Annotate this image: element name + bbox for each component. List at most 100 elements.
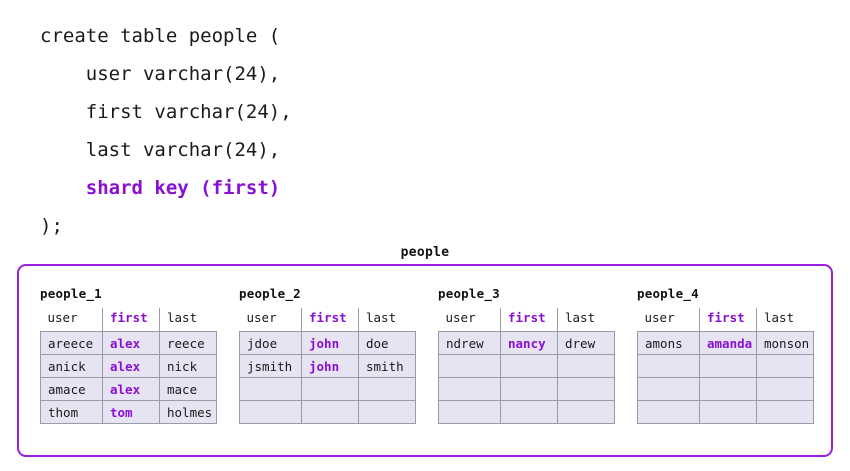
table-cell-user: thom (40, 400, 103, 424)
code-line: shard key (first) (40, 177, 281, 199)
table-cell-last (756, 400, 814, 424)
table-cell-user: amace (40, 377, 103, 401)
table-cell-last (358, 400, 416, 424)
table-cell-last: holmes (159, 400, 217, 424)
table-cell-user (239, 400, 302, 424)
column-header-first: first (500, 308, 558, 332)
table-cell-first (699, 354, 757, 378)
sql-code-block: create table people ( user varchar(24), … (40, 17, 540, 245)
table-row (637, 377, 814, 401)
table-cell-first: nancy (500, 331, 558, 355)
table-cell-last (756, 354, 814, 378)
table-cell-user (438, 400, 501, 424)
table-cell-user (239, 377, 302, 401)
table-cell-user (637, 377, 700, 401)
table-cell-last (557, 377, 615, 401)
column-header-last: last (565, 310, 596, 325)
table-cell-first (500, 400, 558, 424)
table-cell-first: alex (102, 377, 160, 401)
table-cell-first: tom (102, 400, 160, 424)
table-cell-last: reece (159, 331, 217, 355)
table-cell-last: monson (756, 331, 814, 355)
shard-name-label: people_4 (637, 286, 699, 301)
table-row (637, 354, 814, 378)
table-row (637, 400, 814, 424)
table-cell-first: john (301, 354, 359, 378)
table-cell-first (301, 400, 359, 424)
table-cell-user (637, 400, 700, 424)
code-line: user varchar(24), (40, 63, 281, 85)
table-row (438, 400, 615, 424)
table-cell-first: alex (102, 331, 160, 355)
table-cell-first (500, 377, 558, 401)
shard-name-label: people_2 (239, 286, 301, 301)
table-cell-last (557, 354, 615, 378)
table-cell-first: alex (102, 354, 160, 378)
table-cell-first: amanda (699, 331, 757, 355)
shard-name-label: people_1 (40, 286, 102, 301)
table-cell-user: jsmith (239, 354, 302, 378)
table-cell-last (557, 400, 615, 424)
column-header-last: last (366, 310, 397, 325)
table-cell-last (358, 377, 416, 401)
column-header-user: user (40, 308, 103, 332)
column-header-first: first (102, 308, 160, 332)
table-cell-first (301, 377, 359, 401)
table-row (239, 400, 416, 424)
column-header-last: last (764, 310, 795, 325)
table-cell-user (438, 354, 501, 378)
table-cell-user (438, 377, 501, 401)
table-cell-last (756, 377, 814, 401)
shard-name-label: people_3 (438, 286, 500, 301)
column-header-first: first (699, 308, 757, 332)
table-cell-user: jdoe (239, 331, 302, 355)
column-header-user: user (438, 308, 501, 332)
table-cell-user: amons (637, 331, 700, 355)
column-header-first: first (301, 308, 359, 332)
table-cell-first (500, 354, 558, 378)
table-cell-last: drew (557, 331, 615, 355)
table-cell-user: areece (40, 331, 103, 355)
table-cell-first (699, 377, 757, 401)
table-cell-first (699, 400, 757, 424)
table-cell-last: nick (159, 354, 217, 378)
code-line: last varchar(24), (40, 139, 281, 161)
table-cell-user: ndrew (438, 331, 501, 355)
table-cell-last: mace (159, 377, 217, 401)
table-cell-last: smith (358, 354, 416, 378)
code-line: ); (40, 215, 63, 237)
table-cell-last: doe (358, 331, 416, 355)
column-header-last: last (167, 310, 198, 325)
column-header-user: user (239, 308, 302, 332)
table-row (438, 377, 615, 401)
table-row (239, 377, 416, 401)
column-header-user: user (637, 308, 700, 332)
code-line: first varchar(24), (40, 101, 292, 123)
table-cell-user (637, 354, 700, 378)
table-row (438, 354, 615, 378)
diagram-title: people (400, 245, 450, 260)
table-cell-user: anick (40, 354, 103, 378)
code-line: create table people ( (40, 25, 281, 47)
